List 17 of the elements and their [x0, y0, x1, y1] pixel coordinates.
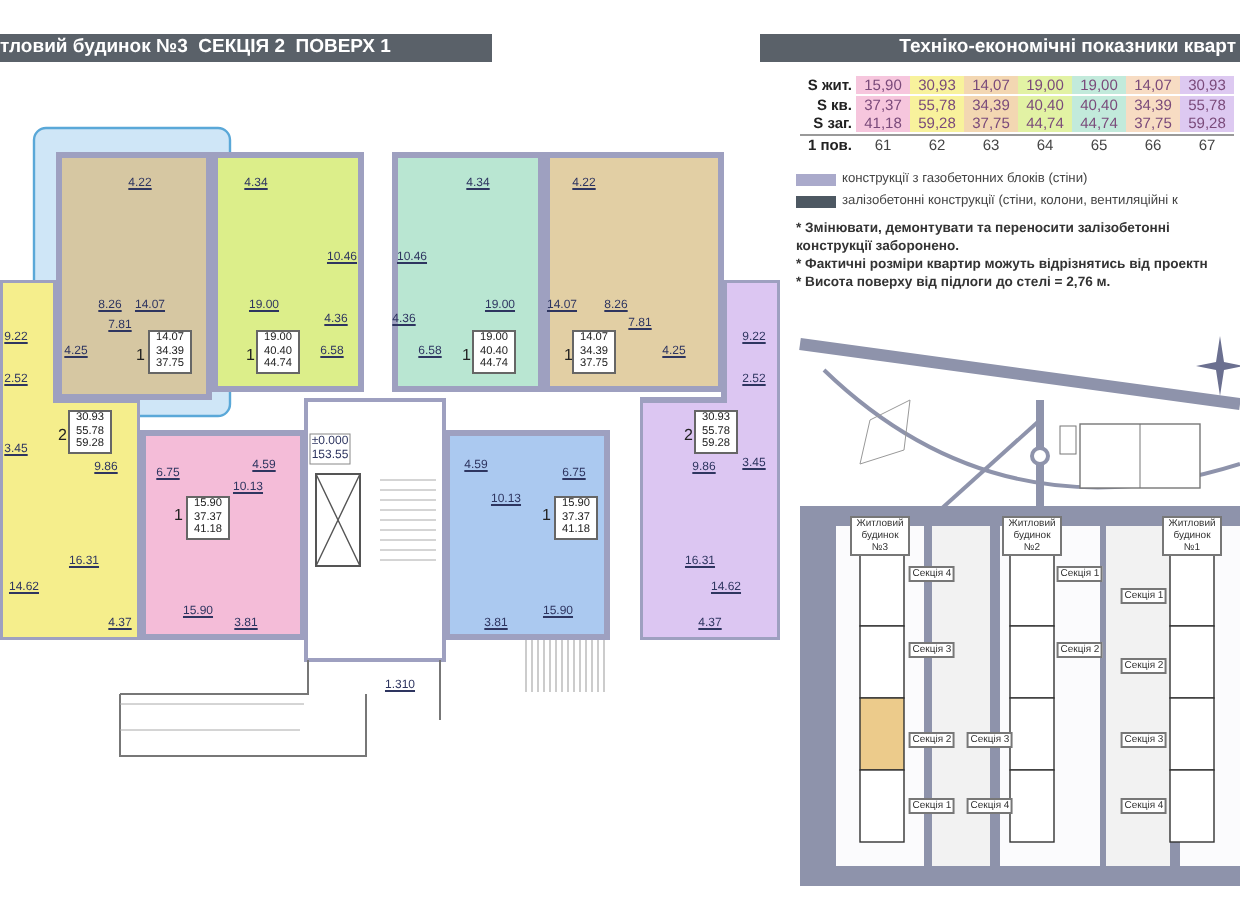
apartment-plan: [544, 152, 724, 392]
room-count: 1: [564, 346, 573, 364]
room-count: 1: [174, 506, 183, 524]
apartment-plan: [56, 152, 212, 400]
room-count: 1: [136, 346, 145, 364]
room-count: 2: [58, 426, 67, 444]
room-count: 1: [246, 346, 255, 364]
apartment-plan: [140, 430, 306, 640]
apartment-plan: [392, 152, 544, 392]
apartment-plan: [444, 430, 610, 640]
apartment-plan: [212, 152, 364, 392]
title-banner: тловий будинок №3 СЕКЦІЯ 2 ПОВЕРХ 1: [0, 34, 492, 62]
section-banner: Техніко-економічні показники кварт: [760, 34, 1240, 62]
room-count: 2: [684, 426, 693, 444]
room-count: 1: [542, 506, 551, 524]
room-count: 1: [462, 346, 471, 364]
apartment-plan: [0, 280, 140, 640]
